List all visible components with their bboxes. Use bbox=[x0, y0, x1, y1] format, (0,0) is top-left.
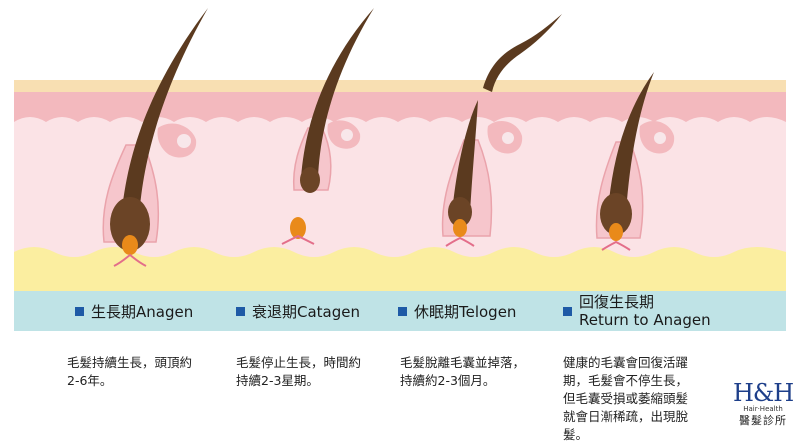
sebaceous-gland bbox=[157, 123, 197, 158]
stage-description-catagen: 毛髮停止生長，時間約 持續2-3星期。 bbox=[236, 355, 362, 388]
hair-bulb bbox=[600, 193, 632, 235]
blood-vessel bbox=[601, 240, 631, 251]
hair-bulb bbox=[448, 197, 472, 227]
stage-label-text: 生長期Anagen bbox=[91, 302, 194, 321]
clinic-logo: H&H Hair·Health 醫髮診所 bbox=[733, 379, 794, 428]
dermal-papilla bbox=[122, 235, 138, 255]
bullet-square-icon bbox=[398, 306, 407, 316]
hair-bulb bbox=[110, 197, 150, 251]
stage-label-text: 休眠期Telogen bbox=[414, 302, 517, 321]
bullet-square-icon bbox=[563, 306, 572, 316]
stage-label-telogen: 休眠期Telogen bbox=[398, 291, 516, 331]
hair-shaft bbox=[121, 8, 208, 220]
gland-lobule bbox=[502, 132, 514, 144]
stage-description-telogen: 毛髮脫離毛囊並掉落， 持續約2-3個月。 bbox=[400, 355, 526, 388]
follicle-anagen bbox=[102, 8, 208, 267]
stage-label-return-to-anagen: 回復生長期 Return to Anagen bbox=[563, 291, 711, 331]
bullet-square-icon bbox=[236, 306, 245, 316]
follicle-catagen bbox=[281, 8, 374, 245]
hair-bulb bbox=[300, 167, 320, 193]
fat-layer bbox=[14, 247, 786, 291]
stage-label-catagen: 衰退期Catagen bbox=[236, 291, 360, 331]
stage-description-return-to-anagen: 健康的毛囊會回復活躍 期，毛髮會不停生長， 但毛囊受損或萎縮頭髮 就會日漸稀疏，… bbox=[563, 355, 689, 442]
stage-description-anagen: 毛髮持續生長，頭頂約 2-6年。 bbox=[67, 355, 193, 388]
stage-label-text: 衰退期Catagen bbox=[252, 302, 360, 321]
blood-vessel bbox=[113, 253, 147, 267]
gland-lobule bbox=[654, 132, 666, 144]
hair-growth-cycle-illustration bbox=[14, 8, 786, 291]
stage-label-line2: Return to Anagen bbox=[579, 311, 711, 329]
logo-brand: H&H bbox=[733, 379, 794, 407]
gland-lobule bbox=[341, 129, 353, 141]
follicle-return-to-anagen bbox=[595, 72, 675, 251]
bullet-square-icon bbox=[75, 306, 84, 316]
stage-label-anagen: 生長期Anagen bbox=[75, 291, 193, 331]
skin-surface-layer bbox=[14, 80, 786, 92]
shedding-hair bbox=[483, 14, 562, 92]
logo-chinese-name: 醫髮診所 bbox=[739, 414, 787, 427]
logo-subtitle: Hair·Health bbox=[743, 405, 783, 413]
hair-shaft bbox=[452, 100, 478, 214]
dermal-papilla bbox=[290, 217, 306, 239]
stage-label-text: 回復生長期 Return to Anagen bbox=[579, 293, 711, 329]
gland-lobule bbox=[177, 134, 191, 148]
hair-shaft bbox=[301, 8, 374, 178]
blood-vessel bbox=[445, 236, 475, 247]
dermal-papilla bbox=[453, 219, 467, 237]
epidermis-layer bbox=[14, 92, 786, 122]
blood-vessel bbox=[281, 234, 315, 245]
dermal-papilla bbox=[609, 223, 623, 241]
stage-label-line1: 回復生長期 bbox=[579, 293, 655, 311]
hair-shaft bbox=[608, 72, 654, 212]
follicle-telogen bbox=[441, 14, 562, 247]
